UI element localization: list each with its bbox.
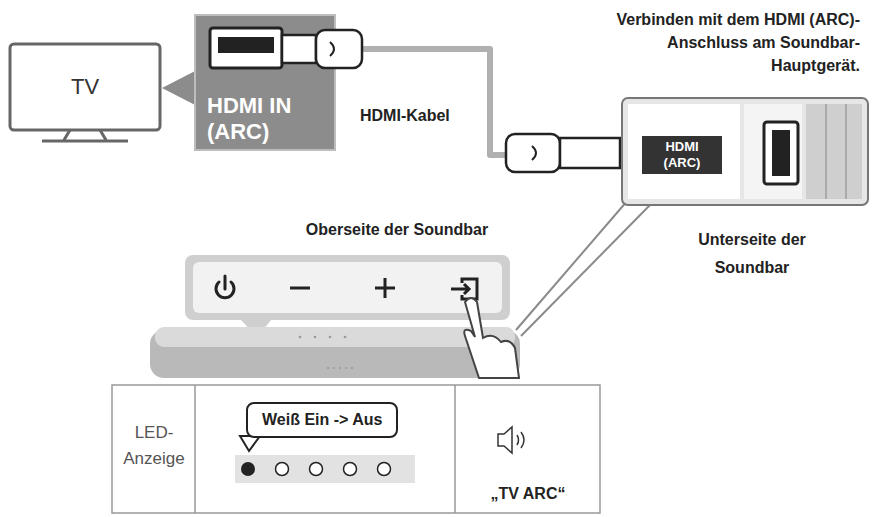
node-text: HDMI IN (ARC) bbox=[207, 93, 325, 145]
hdmi-port bbox=[210, 28, 282, 68]
panel-ribs bbox=[826, 104, 846, 199]
hand bbox=[464, 298, 519, 378]
panel-face bbox=[806, 104, 862, 199]
hdmi-plug-head bbox=[560, 138, 620, 168]
button-panel-face bbox=[193, 262, 502, 313]
port-callout: HDMI IN (ARC) bbox=[195, 15, 335, 150]
art-shape bbox=[276, 463, 289, 476]
table bbox=[112, 385, 600, 513]
hdmi-port-inner bbox=[218, 37, 274, 53]
cable-label: HDMI-Kabel bbox=[360, 104, 450, 127]
art-shape bbox=[351, 367, 353, 369]
port-label: HDMI (ARC) bbox=[642, 136, 722, 174]
art-shape bbox=[299, 336, 302, 339]
tv-stand bbox=[42, 130, 128, 141]
hdmi-plug-body bbox=[316, 30, 362, 68]
part-label: Unterseite der Soundbar bbox=[688, 226, 816, 282]
power-icon bbox=[216, 276, 234, 298]
panel-face bbox=[628, 104, 740, 199]
art-shape bbox=[339, 367, 341, 369]
tv-screen bbox=[10, 44, 160, 130]
input-icon bbox=[451, 279, 477, 299]
hdmi-plug-body bbox=[506, 134, 560, 172]
status-bubble: Weiß Ein -> Aus bbox=[246, 402, 398, 438]
part-label: Oberseite der Soundbar bbox=[292, 218, 502, 241]
hdmi-port bbox=[764, 122, 798, 184]
bubble-pointer bbox=[240, 436, 260, 451]
art-shape bbox=[344, 336, 347, 339]
button-panel bbox=[185, 255, 510, 320]
led-off bbox=[276, 463, 391, 476]
plus-icon bbox=[375, 278, 395, 298]
art-shape bbox=[310, 463, 323, 476]
art-shape bbox=[345, 367, 347, 369]
tv-box: TV bbox=[10, 44, 160, 130]
node-text: HDMI (ARC) bbox=[652, 139, 712, 171]
minus-icon bbox=[290, 287, 310, 290]
art-shape bbox=[378, 463, 391, 476]
port-panel bbox=[622, 98, 868, 205]
led-band bbox=[235, 455, 415, 483]
callout-box bbox=[195, 15, 335, 150]
callout-pointer bbox=[162, 70, 197, 106]
node-text: Weiß Ein -> Aus bbox=[262, 410, 382, 430]
art-shape bbox=[333, 367, 335, 369]
panel-face bbox=[744, 104, 802, 199]
callout-line bbox=[521, 205, 650, 336]
hdmi-plug-head bbox=[282, 35, 316, 63]
callout-line bbox=[516, 200, 628, 330]
soundbar-top bbox=[155, 327, 515, 347]
plug-grip bbox=[532, 146, 536, 160]
table-dividers bbox=[195, 385, 455, 513]
soundbar-dots bbox=[299, 336, 353, 369]
speaker-icon bbox=[498, 427, 524, 453]
led-on bbox=[241, 462, 255, 476]
art-shape bbox=[344, 463, 357, 476]
table-cell: „TV ARC“ bbox=[456, 482, 600, 505]
art-shape bbox=[327, 367, 329, 369]
table-cell: LED-Anzeige bbox=[117, 420, 191, 472]
hdmi-port-inner bbox=[772, 130, 790, 176]
plug-grip bbox=[330, 42, 334, 56]
art-shape bbox=[329, 336, 332, 339]
art-shape bbox=[314, 336, 317, 339]
node-text: TV bbox=[71, 74, 99, 100]
instruction-text: Verbinden mit dem HDMI (ARC)-Anschluss a… bbox=[590, 8, 860, 77]
